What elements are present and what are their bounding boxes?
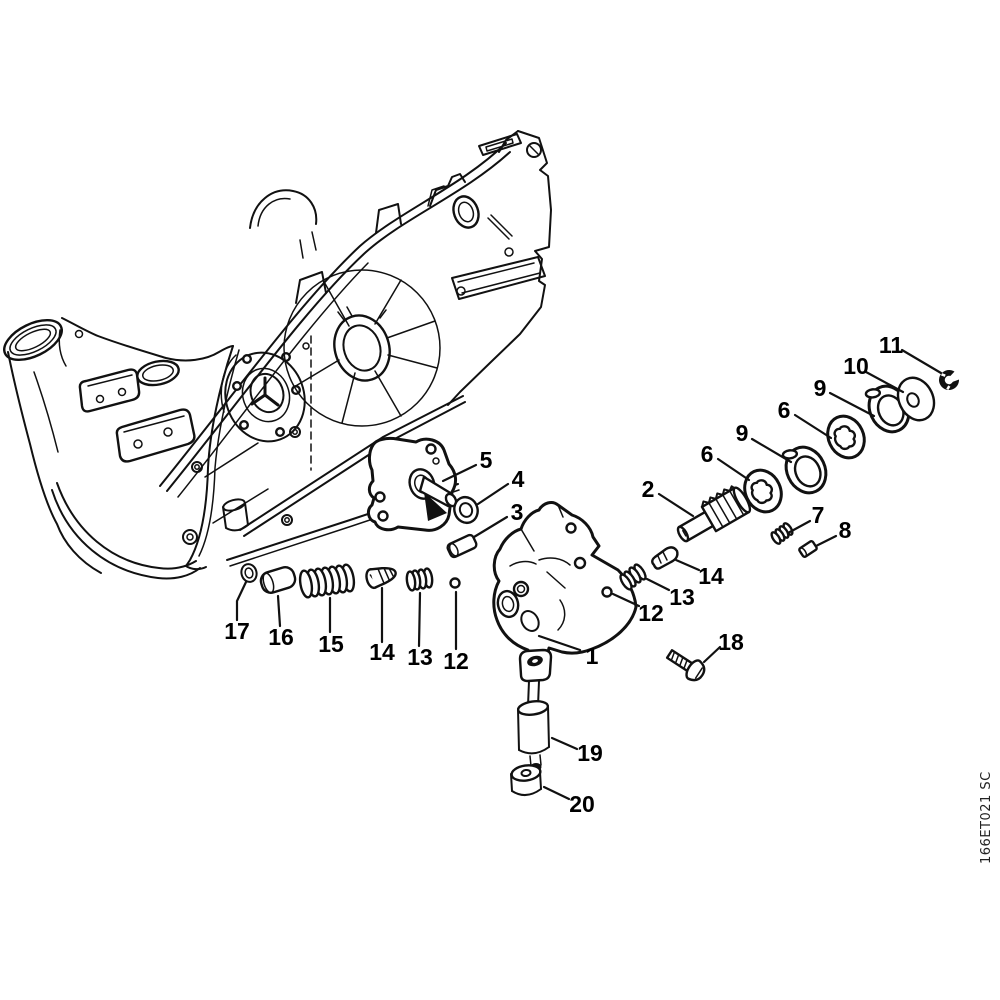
screw-plug-drawing — [365, 566, 397, 590]
pump-rotor-drawing — [826, 414, 866, 460]
callout-label-6a: 6 — [701, 441, 714, 467]
callout-label-18: 18 — [718, 629, 744, 655]
o-ring-drawing — [240, 563, 258, 583]
valve-cone-drawing — [651, 546, 679, 570]
callout-label-8: 8 — [839, 517, 852, 543]
callout-label-14b: 14 — [369, 639, 395, 665]
piston-plug-drawing — [259, 566, 297, 594]
figure-code: 166ET021 SC — [979, 771, 994, 864]
callout-label-13r: 13 — [669, 584, 695, 610]
large-spring-drawing — [298, 563, 356, 599]
e-clip-drawing — [939, 366, 964, 391]
pickup-body-drawing — [516, 648, 553, 771]
callout-label-9a: 9 — [736, 420, 749, 446]
callout-label-4: 4 — [512, 466, 525, 492]
callout-label-14r: 14 — [698, 563, 724, 589]
crank-seal-drawing — [283, 269, 441, 427]
screw-drawing — [665, 649, 706, 682]
rear-crankcase-panel-drawing — [249, 130, 552, 406]
callout-label-9b: 9 — [814, 375, 827, 401]
pump-rotor-drawing — [743, 468, 783, 514]
fuel-tank-drawing — [3, 317, 234, 580]
valve-spring-drawing — [770, 522, 794, 545]
callout-labels: 1 2 3 4 5 6 6 7 8 9 9 10 11 12 12 13 13 … — [224, 332, 903, 817]
valve-spring-drawing — [619, 563, 647, 591]
crankcase-housing-drawing — [3, 130, 552, 580]
small-spring-drawing — [405, 567, 434, 592]
callout-label-16: 16 — [268, 624, 294, 650]
callout-label-20: 20 — [569, 791, 595, 817]
callout-label-12b: 12 — [443, 648, 469, 674]
ball-drawing — [601, 586, 613, 598]
guide-rail-drawing — [159, 142, 511, 498]
cam-ring-drawing — [781, 445, 828, 495]
cover-plate-drawing — [366, 436, 458, 532]
callout-label-15: 15 — [318, 631, 344, 657]
callout-label-5: 5 — [480, 447, 493, 473]
bushing-drawing — [510, 764, 542, 796]
ball-drawing — [449, 577, 461, 589]
pump-spindle-drawing — [676, 485, 752, 543]
callout-label-3: 3 — [511, 499, 524, 525]
callout-label-12r: 12 — [638, 600, 664, 626]
callout-label-2: 2 — [642, 476, 655, 502]
oil-pump-body-drawing — [492, 501, 638, 671]
callout-label-6b: 6 — [778, 397, 791, 423]
callout-label-7: 7 — [812, 502, 825, 528]
dowel-pin-drawing — [446, 533, 478, 559]
thrust-washer-drawing — [896, 376, 936, 422]
callout-label-19: 19 — [577, 740, 603, 766]
callout-label-1: 1 — [586, 643, 599, 669]
callout-label-11: 11 — [879, 332, 904, 358]
callout-label-10: 10 — [843, 353, 869, 379]
shaft-washer-drawing — [453, 495, 479, 525]
callout-label-13b: 13 — [407, 644, 433, 670]
callout-label-17: 17 — [224, 618, 250, 644]
plug-drawing — [798, 540, 818, 558]
callout-leader-lines — [235, 348, 943, 801]
